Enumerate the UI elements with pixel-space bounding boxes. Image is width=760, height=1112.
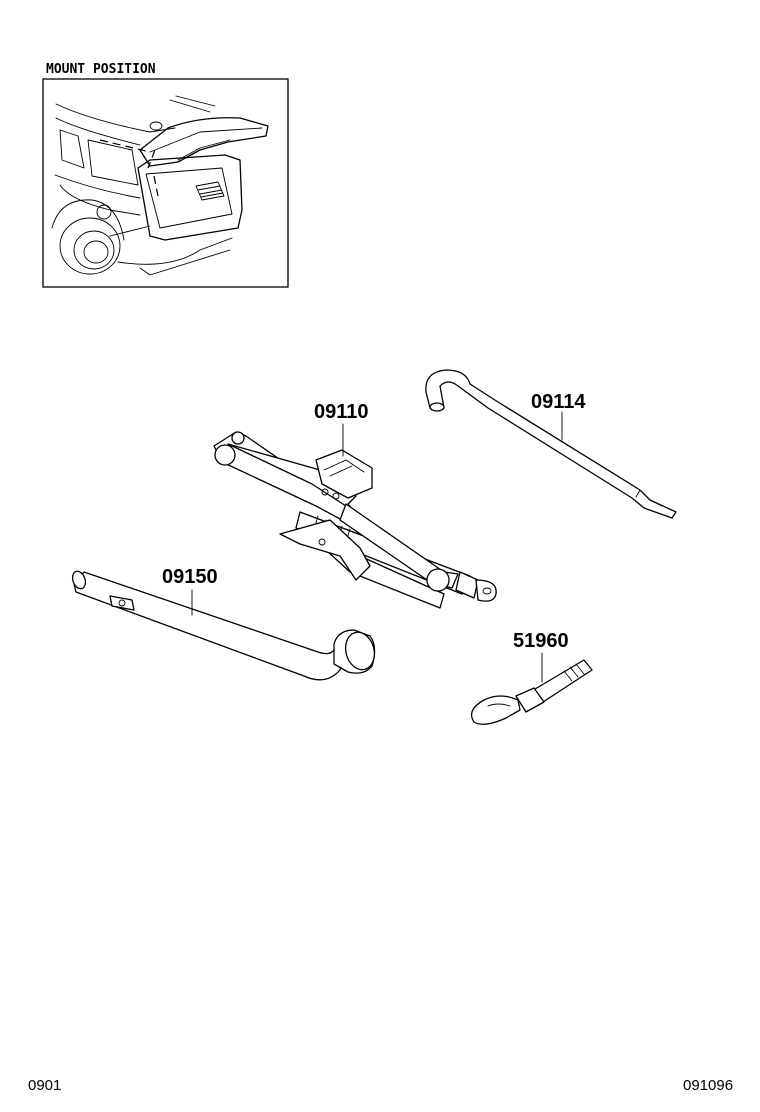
scissor-jack [213,431,497,609]
part-number-09114: 09114 [531,391,586,413]
towing-eye [470,659,593,725]
footer-left-code: 0901 [28,1077,61,1094]
part-number-09110: 09110 [314,401,369,423]
part-number-51960: 51960 [513,630,569,652]
inset-frame [42,78,289,288]
wheel-nut-wrench [71,570,376,681]
car-rear-illustration [51,95,269,276]
part-number-09150: 09150 [162,566,218,588]
jack-handle [425,369,677,519]
footer-right-code: 091096 [683,1077,733,1094]
mount-position-inset [42,78,289,288]
inset-title: MOUNT POSITION [46,62,156,77]
